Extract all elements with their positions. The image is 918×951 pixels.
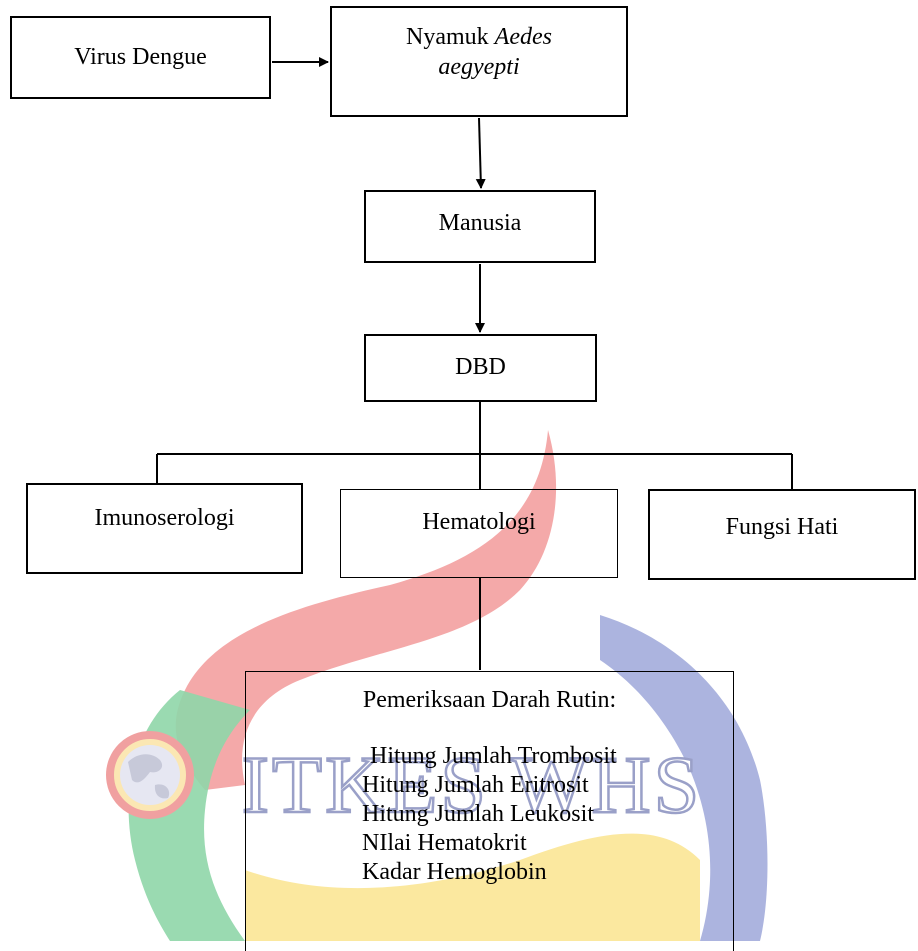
node-dbd: DBD [364,334,597,402]
node-mosquito-label: Nyamuk Aedes aegyepti [332,22,626,82]
routine-item: Hitung Jumlah Leukosit [362,801,594,827]
watermark-blue-swoosh [600,615,768,941]
node-mosquito-prefix: Nyamuk [406,24,489,50]
node-manusia: Manusia [364,190,596,263]
node-imunoserologi-label: Imunoserologi [94,505,235,531]
node-mosquito: Nyamuk Aedes aegyepti [330,6,628,117]
arrow-mosquito-to-human [475,117,486,189]
watermark-yellow-swoosh [245,833,700,941]
routine-item: NIlai Hematokrit [362,830,527,856]
watermark-globe-emblem [106,731,194,819]
node-mosquito-species-2: aegyepti [438,54,520,80]
routine-items-list: Hitung Jumlah Trombosit Hitung Jumlah Er… [362,742,617,887]
routine-item: Kadar Hemoglobin [362,859,547,885]
routine-item: Hitung Jumlah Eritrosit [362,772,589,798]
node-virus-dengue: Virus Dengue [10,16,271,99]
node-manusia-label: Manusia [438,210,522,236]
node-hematologi-label: Hematologi [422,509,536,535]
node-pemeriksaan-darah-rutin: Pemeriksaan Darah Rutin: [245,671,734,951]
routine-item: Hitung Jumlah Trombosit [370,743,617,769]
node-mosquito-species-1: Aedes [494,24,552,50]
node-imunoserologi: Imunoserologi [26,483,303,574]
routine-title: Pemeriksaan Darah Rutin: [362,687,617,713]
node-dbd-label: DBD [455,354,506,380]
node-hematologi: Hematologi [340,489,618,578]
node-virus-dengue-label: Virus Dengue [74,44,207,70]
watermark-text: ITKES WHS [242,739,703,830]
watermark-red-swoosh [175,430,557,790]
node-fungsi-hati-label: Fungsi Hati [725,514,839,540]
node-fungsi-hati: Fungsi Hati [648,489,916,580]
